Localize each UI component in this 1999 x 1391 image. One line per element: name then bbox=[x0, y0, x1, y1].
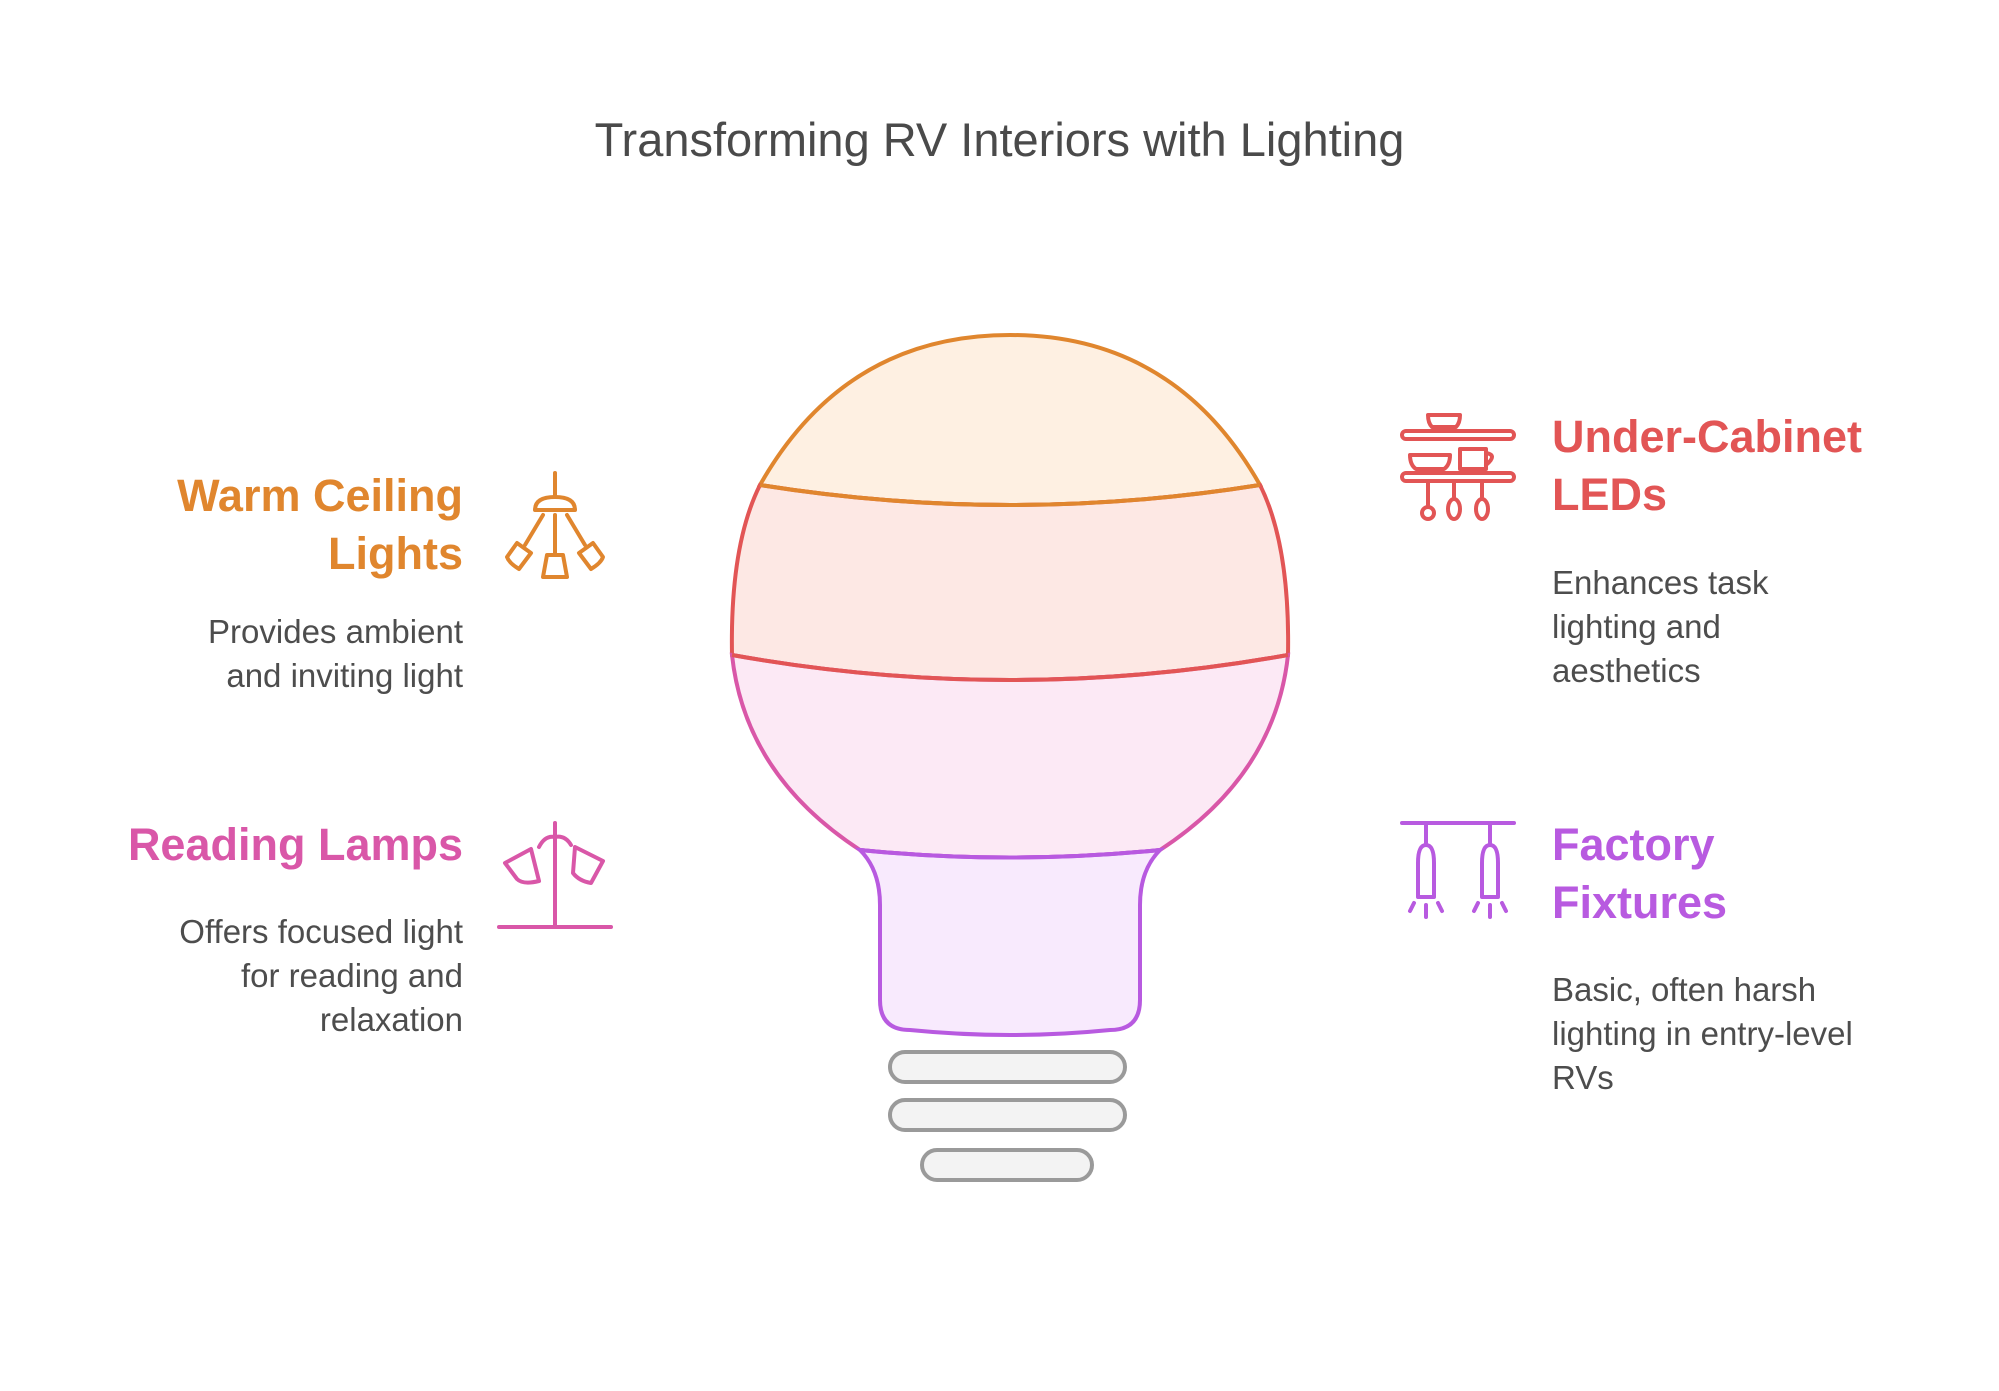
desc-line: aesthetics bbox=[1552, 652, 1701, 689]
item-desc-under-cabinet-leds: Enhances task lighting and aesthetics bbox=[1552, 561, 1768, 693]
title-line: Reading Lamps bbox=[127, 819, 463, 870]
desc-line: relaxation bbox=[319, 1001, 463, 1038]
item-title-warm-ceiling-lights: Warm Ceiling Lights bbox=[177, 467, 463, 583]
pendant-lights-icon bbox=[1400, 821, 1516, 919]
desc-line: and inviting light bbox=[226, 657, 463, 694]
desc-line: lighting in entry-level bbox=[1552, 1015, 1853, 1052]
title-line: Lights bbox=[328, 528, 463, 579]
desc-line: for reading and bbox=[241, 957, 463, 994]
diagram-title: Transforming RV Interiors with Lighting bbox=[594, 113, 1405, 166]
desc-line: Offers focused light bbox=[179, 913, 463, 950]
bulb-segment-neck bbox=[854, 847, 1166, 1037]
desc-line: lighting and bbox=[1552, 608, 1721, 645]
item-title-factory-fixtures: Factory Fixtures bbox=[1552, 816, 1727, 932]
title-line: Factory bbox=[1552, 819, 1715, 870]
desc-line: RVs bbox=[1552, 1059, 1614, 1096]
title-line: Under-Cabinet bbox=[1552, 411, 1863, 462]
bulb-segment-lower bbox=[729, 652, 1291, 860]
bulb-base-ring bbox=[920, 1148, 1094, 1182]
kitchen-shelf-icon bbox=[1400, 413, 1516, 521]
title-line: Fixtures bbox=[1552, 877, 1728, 928]
desc-line: Basic, often harsh bbox=[1552, 971, 1817, 1008]
ceiling-lamp-icon bbox=[505, 471, 605, 579]
item-desc-reading-lamps: Offers focused light for reading and rel… bbox=[179, 910, 463, 1042]
bulb-segment-middle bbox=[729, 482, 1291, 682]
item-desc-warm-ceiling-lights: Provides ambient and inviting light bbox=[208, 610, 463, 698]
item-title-under-cabinet-leds: Under-Cabinet LEDs bbox=[1552, 408, 1862, 524]
bulb-base-ring bbox=[888, 1050, 1127, 1084]
desk-lamp-icon bbox=[497, 821, 613, 929]
title-line: Warm Ceiling bbox=[177, 470, 463, 521]
bulb-base-ring bbox=[888, 1098, 1127, 1132]
desc-line: Enhances task bbox=[1552, 564, 1769, 601]
bulb-segment-top bbox=[756, 332, 1264, 507]
title-line: LEDs bbox=[1552, 469, 1668, 520]
item-title-reading-lamps: Reading Lamps bbox=[128, 816, 463, 874]
desc-line: Provides ambient bbox=[208, 613, 463, 650]
item-desc-factory-fixtures: Basic, often harsh lighting in entry-lev… bbox=[1552, 968, 1853, 1100]
